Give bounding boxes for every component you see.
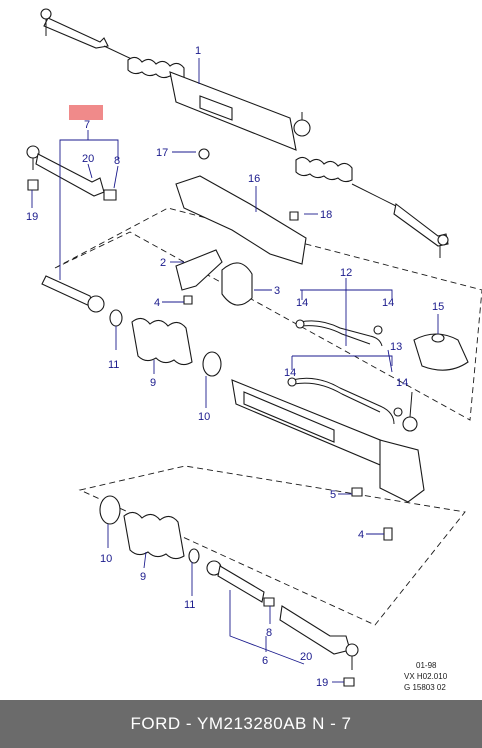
callout-19: 19 — [316, 677, 328, 689]
part-number-footer: FORD - YM213280AB N - 7 — [0, 700, 482, 748]
callout-14: 14 — [284, 367, 296, 379]
heat-shield — [175, 148, 307, 265]
stamp-line-2: VX H02.010 — [404, 672, 448, 681]
callout-15: 15 — [432, 301, 444, 313]
callouts: 1 7 17 20 8 16 19 18 2 12 3 4 14 14 15 1… — [26, 45, 444, 689]
callout-11: 11 — [108, 359, 119, 371]
highlight-box — [69, 105, 103, 120]
fluid-pipes — [287, 278, 403, 425]
callout-10: 10 — [198, 411, 210, 423]
callout-6: 6 — [262, 655, 268, 667]
callout-18: 18 — [320, 209, 332, 221]
callout-4: 4 — [154, 297, 160, 309]
upper-assembly-frame — [54, 207, 482, 421]
callout-12: 12 — [340, 267, 352, 279]
stamp-line-3: G 15803 02 — [404, 683, 446, 692]
tie-rod-end-left — [26, 130, 119, 280]
rack-housing — [231, 333, 469, 541]
callout-20: 20 — [300, 651, 312, 663]
callout-14: 14 — [396, 377, 408, 389]
callout-8: 8 — [266, 627, 272, 639]
callout-19: 19 — [26, 211, 38, 223]
callout-13: 13 — [390, 341, 402, 353]
callout-16: 16 — [248, 173, 260, 185]
callout-11: 11 — [184, 599, 195, 611]
mounting-bracket — [175, 249, 253, 306]
callout-14: 14 — [382, 297, 394, 309]
callout-9: 9 — [140, 571, 146, 583]
rack-assembly-top — [40, 8, 449, 258]
callout-20: 20 — [82, 153, 94, 165]
drawing-reference: 01-98 VX H02.010 G 15803 02 — [404, 661, 448, 692]
callout-7: 7 — [84, 119, 90, 131]
callout-4: 4 — [358, 529, 364, 541]
callout-5: 5 — [330, 489, 336, 501]
inner-tie-rod-upper — [41, 275, 222, 377]
lower-assembly-frame — [78, 465, 466, 626]
lower-tie-rod-group — [99, 495, 359, 687]
leader-lines — [31, 58, 439, 683]
callout-2: 2 — [160, 257, 166, 269]
callout-17: 17 — [156, 147, 168, 159]
callout-8: 8 — [114, 155, 120, 167]
callout-1: 1 — [195, 45, 201, 57]
steering-gear-exploded-diagram: 1 7 17 20 8 16 19 18 2 12 3 4 14 14 15 1… — [26, 8, 482, 692]
callout-10: 10 — [100, 553, 112, 565]
part-number-text: FORD - YM213280AB N - 7 — [130, 714, 352, 733]
callout-14: 14 — [296, 297, 308, 309]
stamp-line-1: 01-98 — [416, 661, 437, 670]
callout-9: 9 — [150, 377, 156, 389]
callout-3: 3 — [274, 285, 280, 297]
